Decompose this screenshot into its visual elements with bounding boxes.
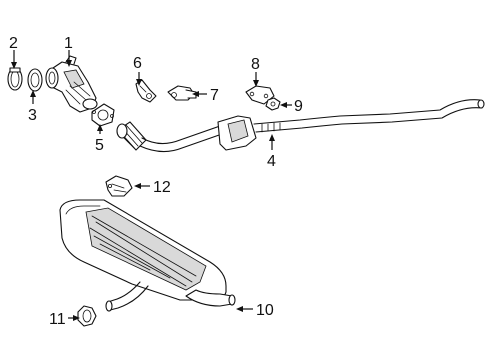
- callout-2-label: 2: [9, 35, 18, 52]
- callout-7-label: 7: [210, 87, 219, 104]
- flange-gasket-part: [91, 103, 115, 127]
- sensor-part: [167, 85, 197, 101]
- rubber-hanger-part: [77, 305, 97, 327]
- callout-leaders: [11, 50, 292, 321]
- hanger-bracket-part: [135, 79, 157, 103]
- callout-10-label: 10: [256, 302, 274, 319]
- callout-1-label: 1: [64, 35, 73, 52]
- callout-4-label: 4: [267, 153, 276, 170]
- callout-11-label: 11: [49, 311, 66, 328]
- hex-nut-part: [265, 97, 281, 111]
- clamp-ring-part: [7, 67, 23, 91]
- rear-muffler-part: [59, 199, 236, 312]
- exhaust-pipe-part: [116, 99, 485, 153]
- callout-8-label: 8: [251, 56, 260, 73]
- callout-5-label: 5: [95, 137, 104, 154]
- callout-9-label: 9: [294, 98, 303, 115]
- callout-12-label: 12: [153, 179, 171, 196]
- pipe-clamp-part: [105, 175, 133, 197]
- gasket-part: [27, 68, 43, 92]
- callout-labels: 1 2 3 4 5 6 7 8 9 10 11 12: [9, 35, 303, 328]
- callout-6-label: 6: [133, 55, 142, 72]
- callout-3-label: 3: [28, 107, 37, 124]
- catalytic-converter-part: [45, 55, 98, 113]
